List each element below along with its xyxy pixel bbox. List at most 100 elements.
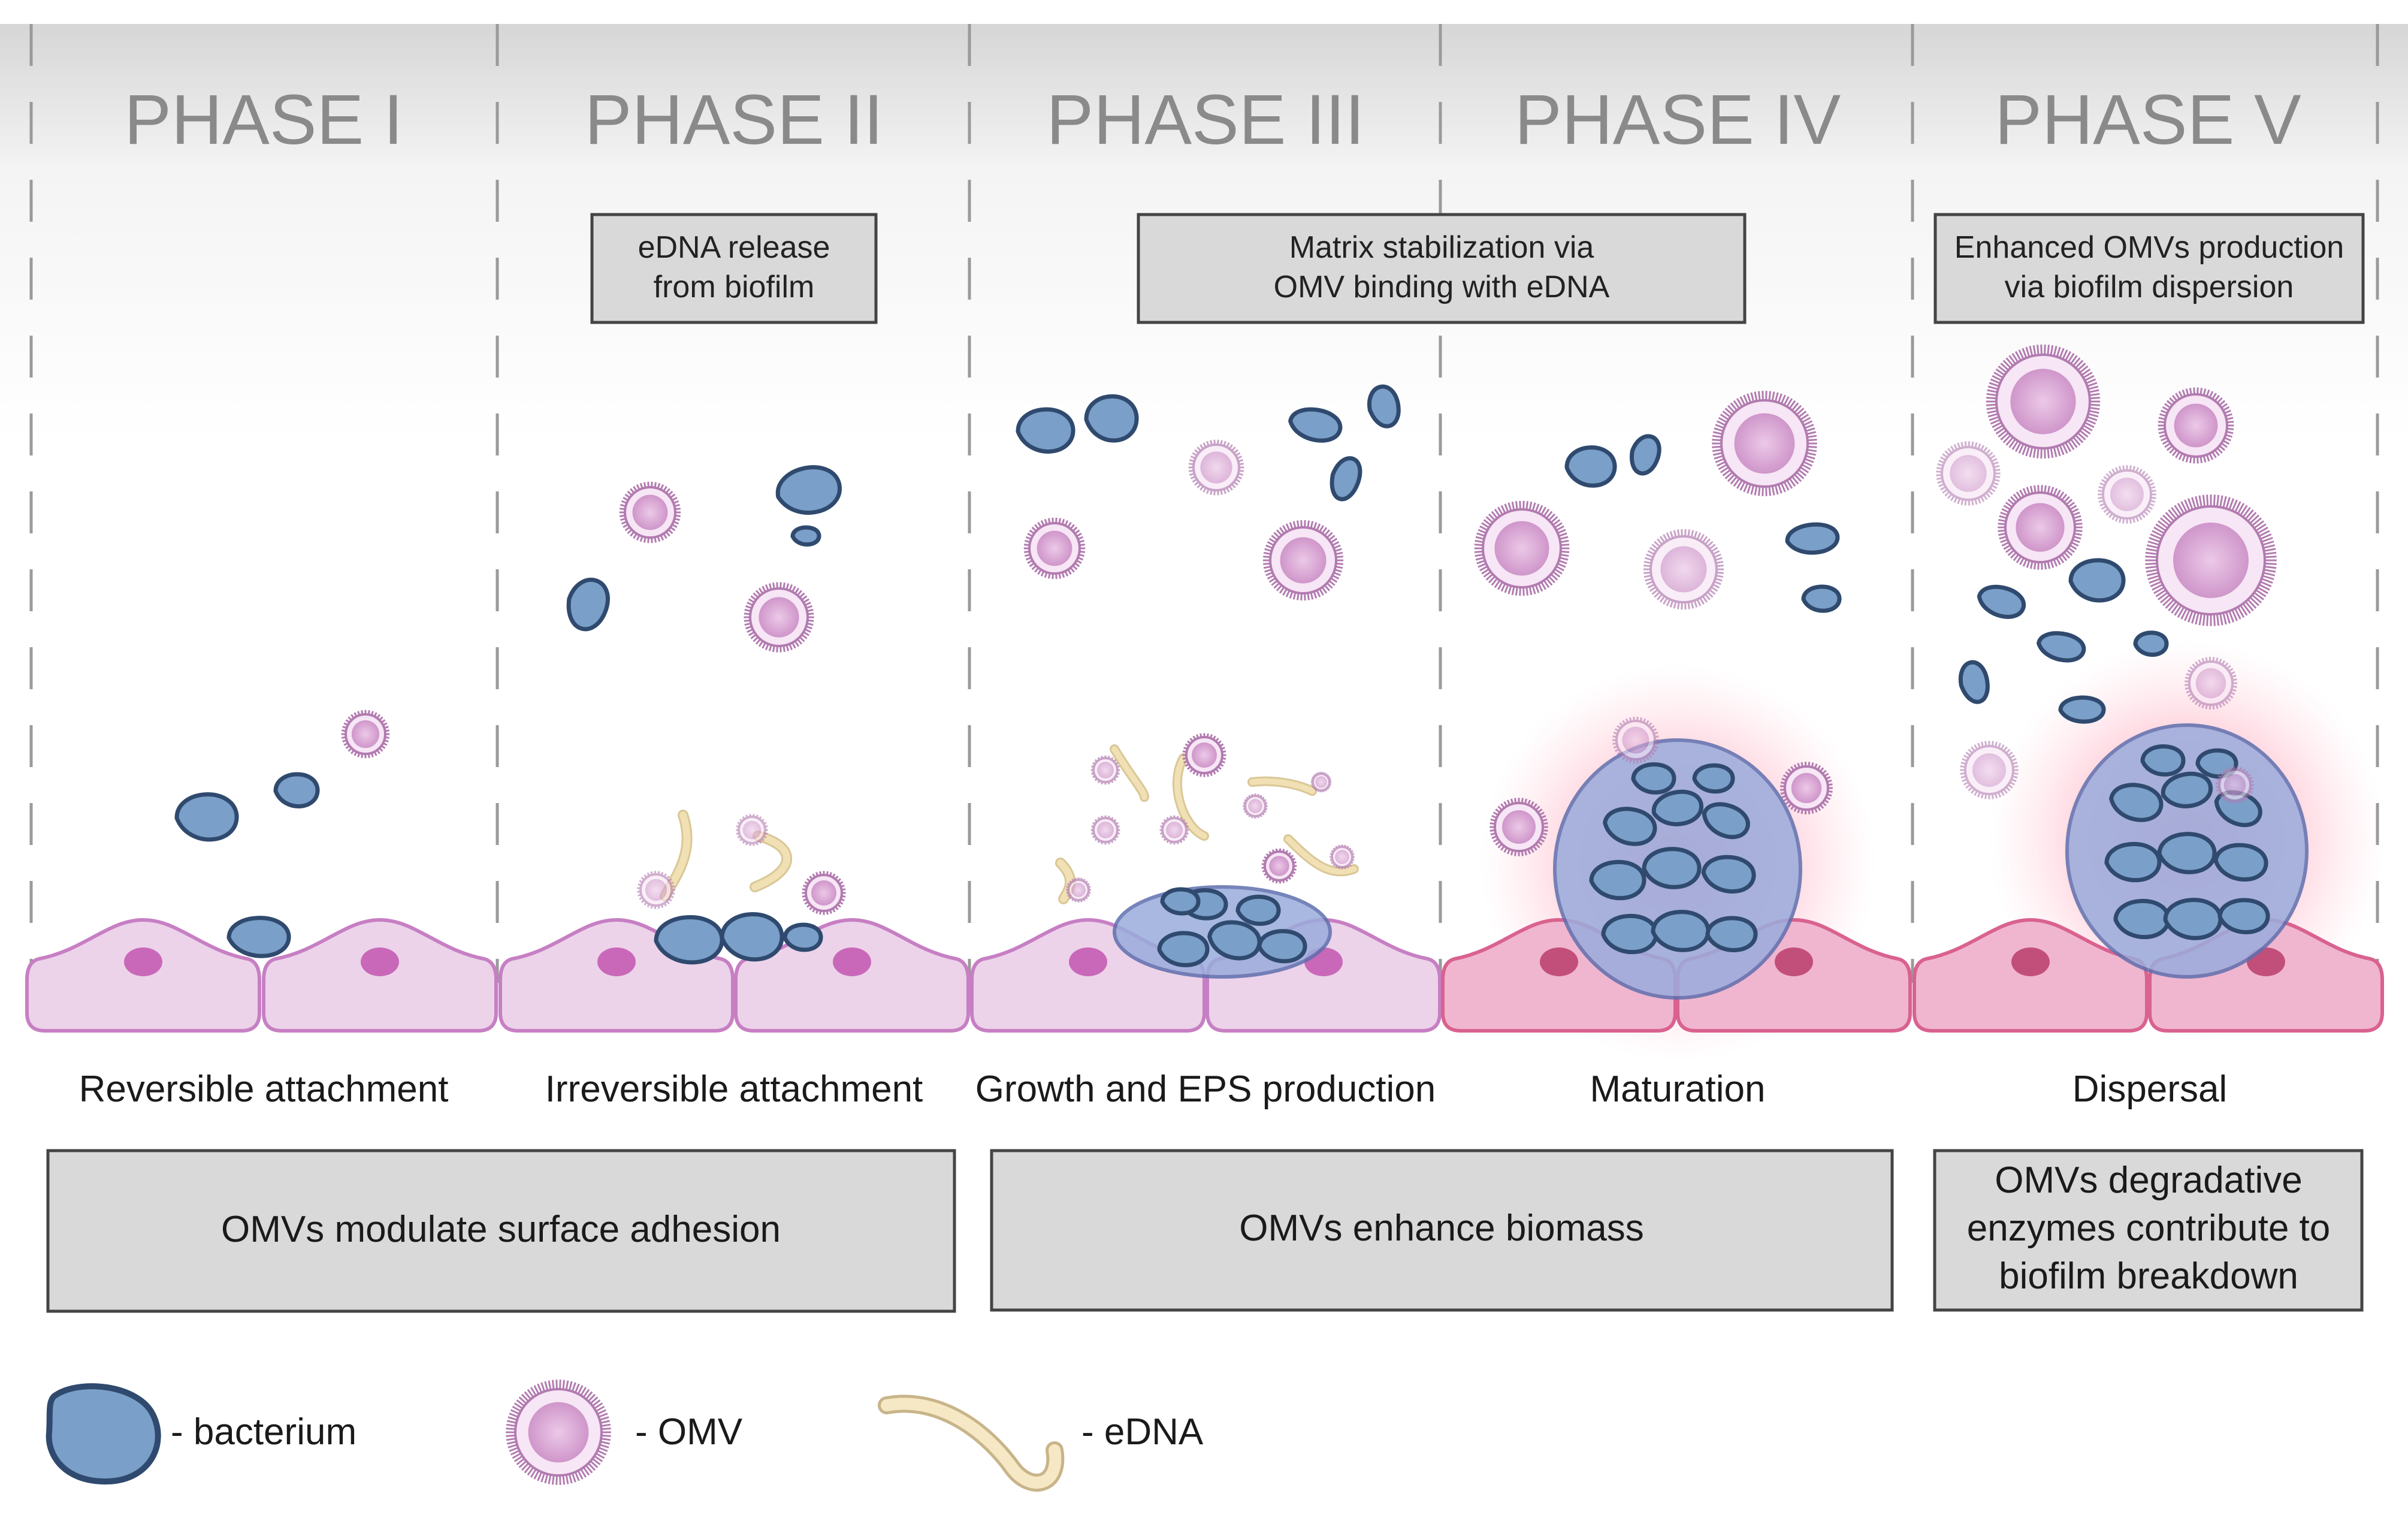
omv-spikes bbox=[1986, 344, 2101, 459]
omv-core bbox=[351, 720, 380, 749]
bacterium bbox=[2163, 898, 2223, 940]
omv-spikes bbox=[1182, 733, 1226, 777]
omv-core bbox=[1950, 455, 1987, 492]
omv-core bbox=[1622, 726, 1649, 754]
omv-core bbox=[759, 597, 799, 638]
enhanced-omv-box: Enhanced OMVs production via biofilm dis… bbox=[1933, 213, 2365, 324]
edna-release-box: eDNA release from biofilm bbox=[590, 213, 878, 324]
bacterium bbox=[1630, 434, 1661, 476]
omv-spikes bbox=[619, 481, 681, 544]
omv-spikes bbox=[1474, 500, 1570, 596]
omv bbox=[2098, 465, 2156, 524]
bacterium bbox=[2113, 898, 2171, 940]
bacterium bbox=[1330, 456, 1362, 502]
bacterium bbox=[174, 792, 239, 842]
omv bbox=[1489, 798, 1548, 856]
omv-core bbox=[2010, 369, 2076, 434]
box-text-line: from biofilm bbox=[654, 270, 815, 304]
box-text-line: Matrix stabilization via bbox=[1289, 230, 1594, 265]
box-text-line: OMV binding with eDNA bbox=[1274, 270, 1610, 304]
omv-spikes bbox=[1780, 762, 1833, 814]
omv bbox=[1261, 848, 1297, 884]
bacterium bbox=[1016, 407, 1075, 454]
bacterium bbox=[2217, 898, 2270, 934]
omv bbox=[1262, 520, 1344, 601]
omv-layer bbox=[341, 344, 2277, 915]
box-text-line: via biofilm dispersion bbox=[2005, 270, 2294, 304]
bacterium bbox=[1702, 802, 1750, 840]
phase-title: PHASE III bbox=[1046, 80, 1364, 159]
bacterium bbox=[2104, 841, 2162, 883]
legend: - bacterium - OMV - eDNA bbox=[46, 1380, 1204, 1492]
omv bbox=[1643, 529, 1724, 610]
omv-core bbox=[1494, 521, 1549, 576]
bacterium bbox=[1603, 807, 1657, 846]
edna-strand bbox=[1174, 755, 1207, 839]
omv-icon bbox=[506, 1380, 611, 1485]
omv bbox=[802, 871, 846, 915]
stage-label: Reversible attachment bbox=[79, 1069, 449, 1110]
omv bbox=[1188, 439, 1244, 496]
bacterium bbox=[2058, 695, 2106, 724]
host-cell-nucleus bbox=[2011, 947, 2050, 976]
phase-title: PHASE IV bbox=[1515, 80, 1841, 159]
omv-core bbox=[2173, 523, 2249, 598]
stage-label: Irreversible attachment bbox=[545, 1069, 923, 1110]
bacterium bbox=[782, 922, 823, 952]
bacterium bbox=[273, 772, 320, 808]
omv bbox=[1780, 762, 1833, 814]
omv-spikes bbox=[1023, 517, 1086, 580]
omv-core bbox=[1037, 530, 1072, 566]
role-text-line: biofilm breakdown bbox=[1999, 1256, 2298, 1297]
bacterium bbox=[1801, 584, 1842, 613]
box-text-line: Enhanced OMVs production bbox=[1954, 230, 2344, 265]
legend-omv-label: - OMV bbox=[635, 1411, 743, 1453]
omv-spikes bbox=[1998, 485, 2083, 570]
omv-core bbox=[1502, 810, 1536, 844]
host-cell-nucleus bbox=[1540, 947, 1578, 976]
edna-icon-inner bbox=[881, 1398, 1062, 1489]
omv bbox=[2216, 766, 2254, 804]
host-cell-nucleus bbox=[1775, 947, 1813, 976]
omv-spikes bbox=[2098, 465, 2156, 524]
omv-core bbox=[2016, 503, 2065, 552]
omv bbox=[1159, 815, 1189, 845]
omv-spikes bbox=[1643, 529, 1724, 610]
omv-core bbox=[2174, 403, 2218, 448]
bacterium bbox=[1235, 894, 1281, 926]
biofilm-clusters bbox=[1113, 723, 2309, 1000]
omv-core bbox=[645, 879, 667, 901]
omv bbox=[1023, 517, 1086, 580]
omv-spikes bbox=[1489, 798, 1548, 856]
bacterium bbox=[775, 465, 842, 515]
host-cell-nucleus bbox=[1069, 947, 1107, 976]
omv bbox=[2145, 494, 2277, 626]
bacterium bbox=[1589, 859, 1646, 901]
omv-spikes bbox=[744, 582, 814, 653]
omv-core bbox=[528, 1402, 589, 1463]
bacterium bbox=[1564, 445, 1617, 488]
omv bbox=[1960, 741, 2019, 799]
omv-core bbox=[1192, 743, 1217, 768]
bacterium bbox=[1157, 931, 1210, 967]
omv bbox=[1090, 755, 1120, 785]
omv-core bbox=[811, 880, 836, 906]
bacterium bbox=[1701, 855, 1756, 894]
bacterium bbox=[1692, 763, 1735, 794]
omv-spikes bbox=[802, 871, 846, 915]
edna-strand bbox=[751, 832, 791, 891]
omv bbox=[1986, 344, 2101, 459]
omv-core bbox=[2195, 668, 2226, 699]
bacteria-layer bbox=[174, 384, 2169, 965]
phase-title: PHASE II bbox=[585, 80, 883, 159]
bacterium bbox=[1257, 929, 1307, 964]
legend-bacterium-label: - bacterium bbox=[171, 1411, 356, 1453]
bacterium bbox=[1705, 916, 1758, 952]
biomass-box: OMVs enhance biomass bbox=[990, 1149, 1894, 1312]
stage-label: Growth and EPS production bbox=[975, 1069, 1436, 1110]
bacterium bbox=[1367, 384, 1401, 428]
edna-layer bbox=[660, 744, 1359, 904]
omv-core bbox=[632, 494, 668, 530]
omv-spikes bbox=[2145, 494, 2277, 626]
